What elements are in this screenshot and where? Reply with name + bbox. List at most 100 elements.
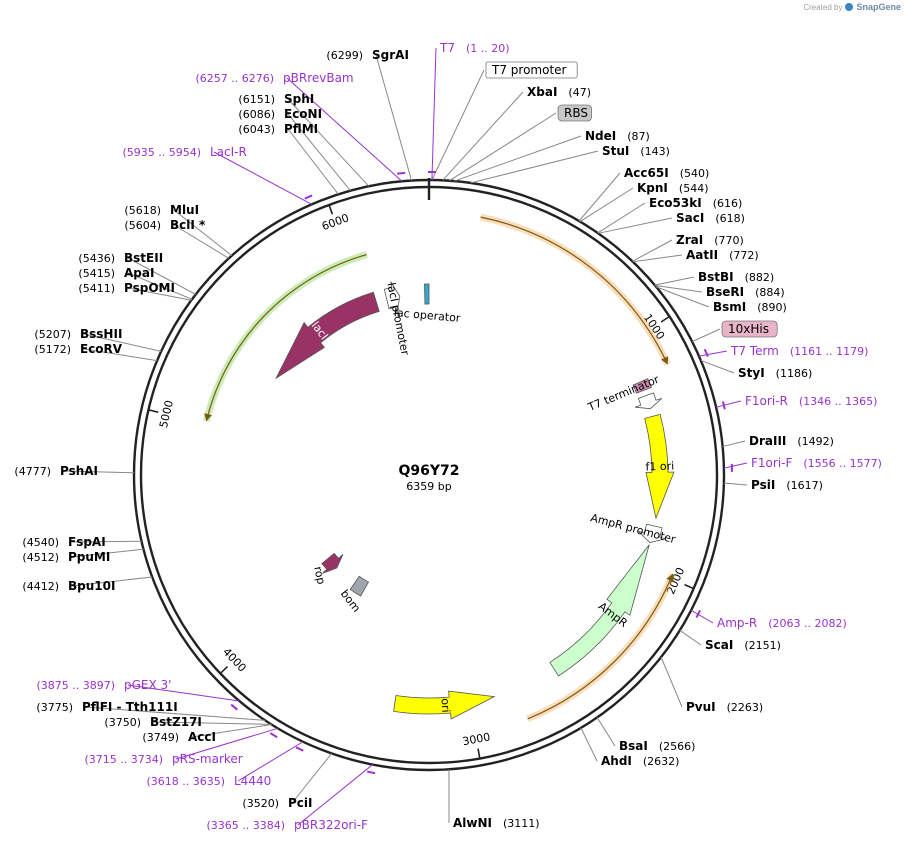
- label-name: SgrAI: [372, 48, 409, 62]
- label-name: AccI: [188, 730, 216, 744]
- feature-f1-promoter[interactable]: [635, 393, 662, 409]
- leader-line: [432, 48, 436, 180]
- leader-line: [632, 240, 672, 261]
- label-ecorv[interactable]: EcoRV(5172): [34, 342, 157, 361]
- label-bstz17i[interactable]: BstZ17I(3750): [104, 715, 271, 729]
- primer-mark: [367, 772, 375, 774]
- label-name: SacI: [676, 211, 704, 225]
- label-t7-promoter[interactable]: T7 promoter: [432, 62, 577, 180]
- label-coord: (87): [627, 130, 650, 143]
- label-coord: (6257 .. 6276): [195, 72, 274, 85]
- label-ppumi[interactable]: PpuMI(4512): [22, 549, 143, 564]
- label-coord: (618): [715, 212, 745, 225]
- label-pshai[interactable]: PshAI(4777): [14, 464, 134, 478]
- label-amp-r[interactable]: Amp-R(2063 .. 2082): [691, 610, 847, 630]
- label-name: PshAI: [60, 464, 98, 478]
- feature-shape-f1-promoter[interactable]: [635, 393, 662, 409]
- leader-line: [716, 401, 741, 407]
- credit-brand: SnapGene: [856, 2, 901, 12]
- label-coord: (3520): [242, 797, 279, 810]
- label-bseri[interactable]: BseRI(884): [655, 285, 785, 299]
- label-coord: (6299): [326, 49, 363, 62]
- label-psii[interactable]: PsiI(1617): [724, 478, 823, 492]
- label-coord: (882): [745, 271, 775, 284]
- label-prs-marker[interactable]: pRS-marker(3715 .. 3734): [84, 728, 277, 766]
- feature-label-f1-ori: f1 ori: [645, 460, 674, 474]
- feature-label-rop: rop: [311, 565, 328, 585]
- label-name: SphI: [284, 92, 314, 106]
- label-draiii[interactable]: DraIII(1492): [723, 434, 834, 448]
- label-f1ori-f[interactable]: F1ori-F(1556 .. 1577): [724, 456, 882, 472]
- label-t7-term[interactable]: T7 Term(1161 .. 1179): [699, 344, 868, 358]
- label-styi[interactable]: StyI(1186): [701, 360, 812, 380]
- orf-laci-band: [206, 255, 366, 421]
- label-scai[interactable]: ScaI(2151): [680, 630, 781, 652]
- label-coord: (3111): [503, 817, 540, 830]
- label-coord: (5411): [78, 282, 115, 295]
- label-aatii[interactable]: AatII(772): [633, 248, 759, 262]
- label-name: EcoNI: [284, 107, 322, 121]
- label-name: ZraI: [676, 233, 703, 247]
- label-name: BssHII: [80, 327, 122, 341]
- tick-mark: [220, 667, 227, 674]
- label-xbai[interactable]: XbaI(47): [443, 85, 591, 180]
- label-fspai[interactable]: FspAI(4540): [22, 535, 141, 549]
- label-name: BstEII: [124, 251, 163, 265]
- feature-ori[interactable]: ori: [394, 691, 495, 719]
- orf-laci-glow: [206, 255, 366, 421]
- label-name: PciI: [288, 796, 313, 810]
- feature-ampr-promoter[interactable]: AmpR promoter: [589, 511, 677, 546]
- feature-rop[interactable]: rop: [311, 553, 343, 585]
- label-bsai[interactable]: BsaI(2566): [597, 717, 695, 753]
- tick-mark: [684, 585, 693, 589]
- label-pspomi[interactable]: PspOMI (5411): [78, 281, 191, 300]
- leader-line: [580, 188, 633, 222]
- label-name: FspAI: [68, 535, 106, 549]
- label-coord: (3875 .. 3897): [36, 679, 115, 692]
- label-pvui[interactable]: PvuI (2263): [661, 657, 763, 714]
- label-coord: (2263): [727, 701, 764, 714]
- label-coord: (5207): [34, 328, 71, 341]
- leader-line: [214, 152, 312, 204]
- label-coord: (544): [679, 182, 709, 195]
- label-saci[interactable]: SacI (618): [598, 211, 745, 233]
- leader-line: [633, 255, 682, 262]
- label-name: LacI-R: [210, 145, 247, 159]
- label-name: DraIII: [749, 434, 786, 448]
- label-name: PvuI: [686, 700, 716, 714]
- label-name: BsmI: [713, 300, 746, 314]
- tag-name: RBS: [564, 106, 588, 120]
- label-bstbi[interactable]: BstBI(882): [655, 270, 774, 285]
- tick-mark: [478, 749, 480, 759]
- feature-shape-lac-operator[interactable]: [424, 284, 429, 304]
- label-coord: (3750): [104, 716, 141, 729]
- feature-lacI[interactable]: lacI: [276, 292, 379, 378]
- feature-ampr[interactable]: AmpR: [550, 545, 649, 676]
- label-coord: (3618 .. 3635): [146, 775, 225, 788]
- label-name: AatII: [686, 248, 718, 262]
- feature-bom[interactable]: bom: [338, 576, 369, 614]
- label-name: AlwNI: [453, 816, 492, 830]
- label-alwni[interactable]: AlwNI (3111): [449, 769, 540, 830]
- label-his10[interactable]: 10xHis: [692, 321, 777, 342]
- primer-mark: [305, 195, 312, 198]
- feature-lac-operator[interactable]: lac operator: [393, 284, 461, 325]
- leader-line: [454, 136, 581, 181]
- label-coord: (2151): [744, 639, 781, 652]
- label-bpu10i[interactable]: Bpu10I(4412): [22, 577, 152, 593]
- tick-label: 5000: [157, 399, 176, 429]
- feature-f1-ori[interactable]: f1 ori: [645, 414, 675, 518]
- label-rbs[interactable]: RBS: [449, 105, 591, 181]
- primer-mark: [270, 733, 277, 737]
- label-name: PspOMI: [124, 281, 175, 295]
- label-name: AhdI: [601, 754, 632, 768]
- leader-line: [691, 610, 713, 623]
- tick-label: 3000: [461, 730, 491, 748]
- label-laci-r[interactable]: LacI-R(5935 .. 5954): [122, 145, 312, 204]
- label-name: EcoRV: [80, 342, 123, 356]
- label-f1ori-r[interactable]: F1ori-R(1346 .. 1365): [716, 394, 877, 409]
- label-coord: (5604): [124, 219, 161, 232]
- label-sgrai[interactable]: SgrAI (6299): [326, 48, 411, 181]
- label-coord: (890): [757, 301, 787, 314]
- label-name: PflFI - Tth111I: [82, 700, 178, 714]
